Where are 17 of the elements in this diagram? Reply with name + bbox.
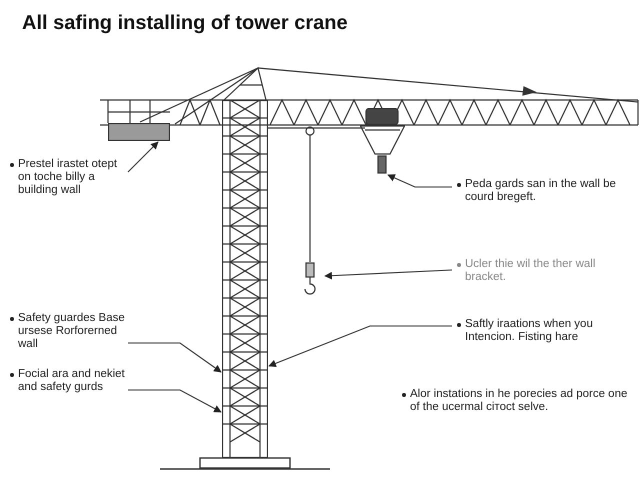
callout-text: Ucler thie wil the ther wall bracket. xyxy=(465,258,620,284)
counterweight-block xyxy=(108,123,170,141)
leader-line xyxy=(128,342,222,372)
leader-line xyxy=(128,389,222,412)
leader-line xyxy=(128,141,159,172)
leader-line xyxy=(268,325,452,368)
callout-text: Prestel irastet otept on tochе billy a building wall xyxy=(18,158,133,197)
callout-text: Peda gards san in the wall be courd bregeft. xyxy=(465,178,620,204)
callout-text: Focial ara and nekiet and safety gurds xyxy=(18,368,133,394)
leader-line xyxy=(324,269,452,280)
callout-text: Safety guardes Base ursese Rorforerned wall xyxy=(18,312,133,351)
leader-line xyxy=(387,174,452,188)
callout-text: Saftly iraations when you Intencion. Fisting hare xyxy=(465,318,630,344)
note-text: Alor instations in he porecies ad porce one of the ucermal ciтoct selve. xyxy=(410,388,628,414)
mast-drawing xyxy=(222,100,268,458)
title: All safing installing of tower crane xyxy=(22,12,348,35)
trolley-drawing xyxy=(360,108,405,174)
